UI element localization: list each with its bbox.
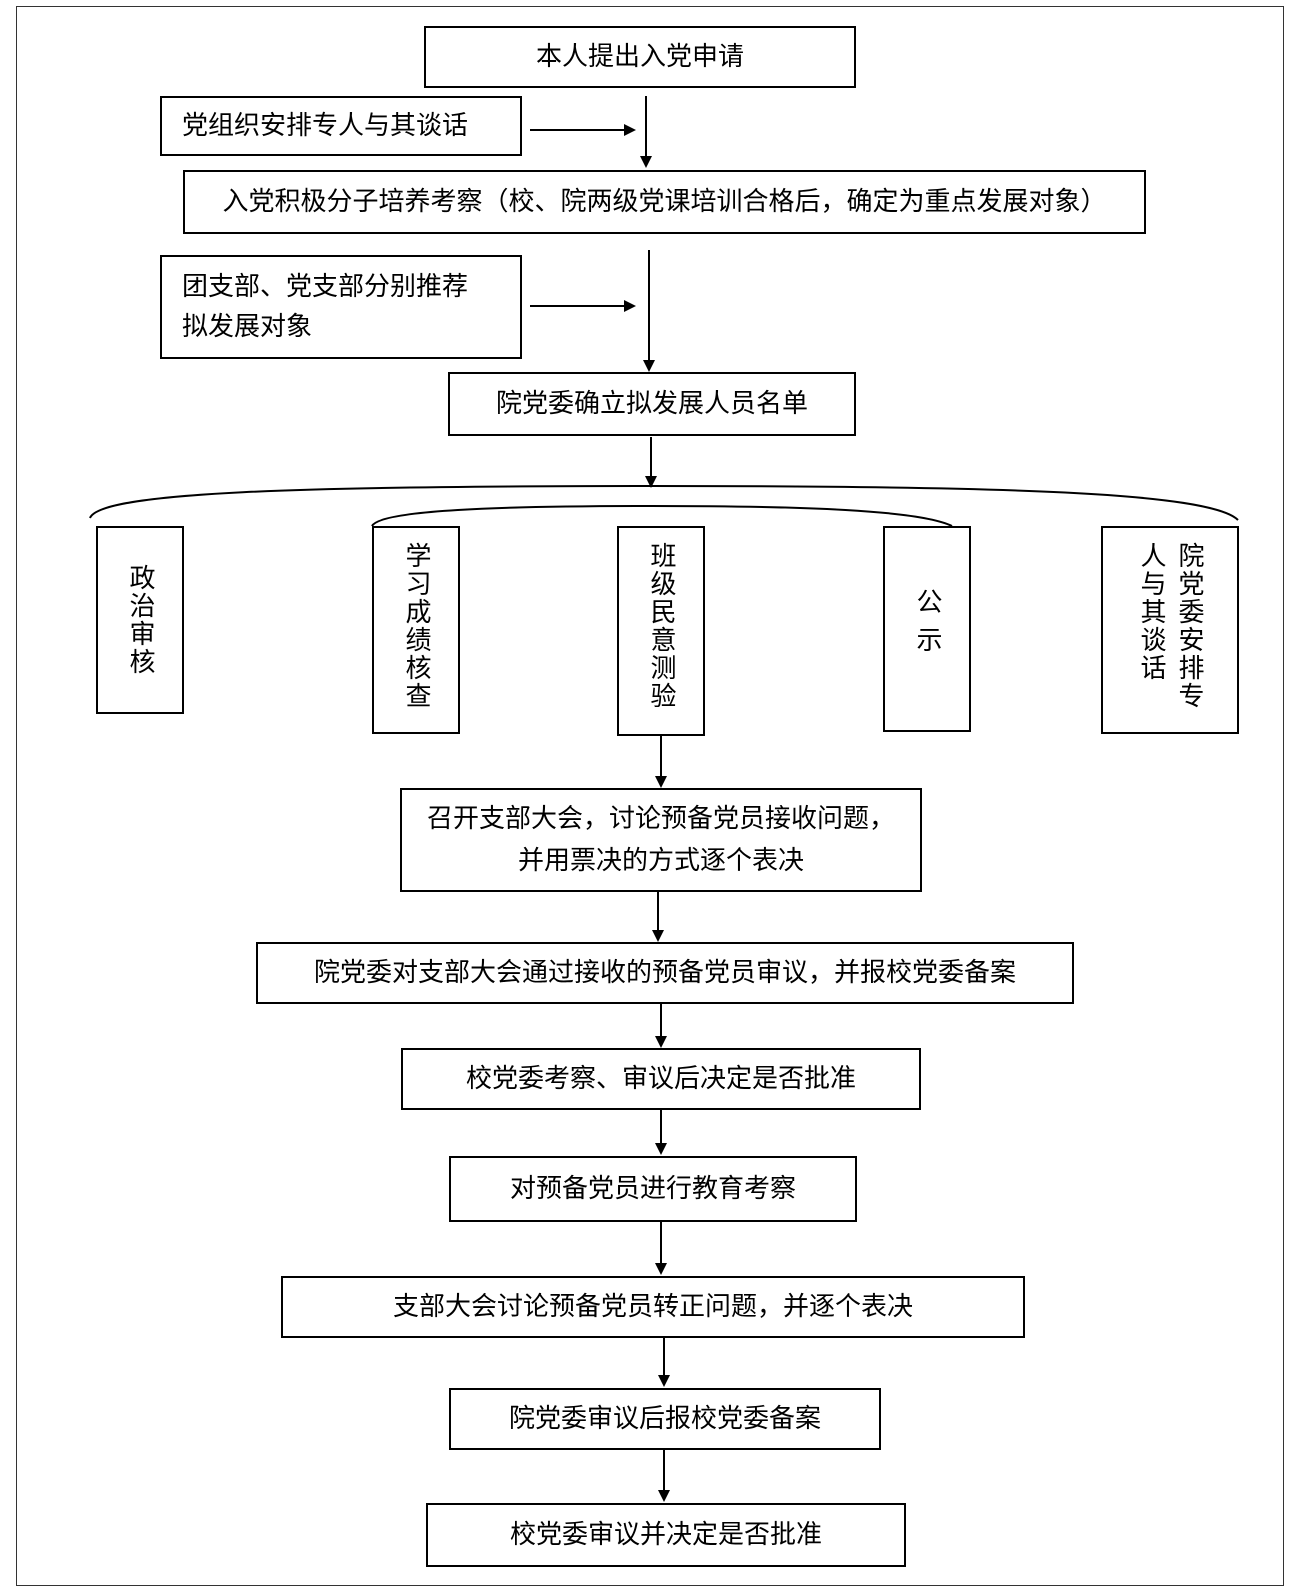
node-talk-arrange: 党组织安排专人与其谈话 bbox=[160, 96, 522, 156]
node-college-review: 院党委对支部大会通过接收的预备党员审议，并报校党委备案 bbox=[256, 942, 1074, 1004]
check-talk: 院党委安排专人与其谈话 bbox=[1101, 526, 1239, 734]
check-study: 学习成绩核查 bbox=[372, 526, 460, 734]
node-final: 校党委审议并决定是否批准 bbox=[426, 1503, 906, 1567]
check-poll: 班级民意测验 bbox=[617, 526, 705, 736]
check-political: 政治审核 bbox=[96, 526, 184, 714]
node-school-review: 校党委考察、审议后决定是否批准 bbox=[401, 1048, 921, 1110]
page-frame bbox=[16, 6, 1284, 1586]
node-apply: 本人提出入党申请 bbox=[424, 26, 856, 88]
check-publicity-label: 公 示 bbox=[912, 588, 942, 655]
node-recommend: 团支部、党支部分别推荐 拟发展对象 bbox=[160, 255, 522, 359]
check-talk-label: 院党委安排专人与其谈话 bbox=[1136, 542, 1204, 710]
check-publicity: 公 示 bbox=[883, 526, 971, 732]
check-poll-label: 班级民意测验 bbox=[646, 542, 676, 710]
node-regularize-vote: 支部大会讨论预备党员转正问题，并逐个表决 bbox=[281, 1276, 1025, 1338]
node-list: 院党委确立拟发展人员名单 bbox=[448, 372, 856, 436]
check-political-label: 政治审核 bbox=[125, 564, 155, 676]
node-education: 对预备党员进行教育考察 bbox=[449, 1156, 857, 1222]
node-activist: 入党积极分子培养考察（校、院两级党课培训合格后，确定为重点发展对象） bbox=[183, 170, 1146, 234]
brace-outer bbox=[89, 484, 1239, 521]
check-study-label: 学习成绩核查 bbox=[401, 542, 431, 710]
node-branch-meeting: 召开支部大会，讨论预备党员接收问题， 并用票决的方式逐个表决 bbox=[400, 788, 922, 892]
brace-inner bbox=[371, 504, 953, 527]
node-college-report: 院党委审议后报校党委备案 bbox=[449, 1388, 881, 1450]
